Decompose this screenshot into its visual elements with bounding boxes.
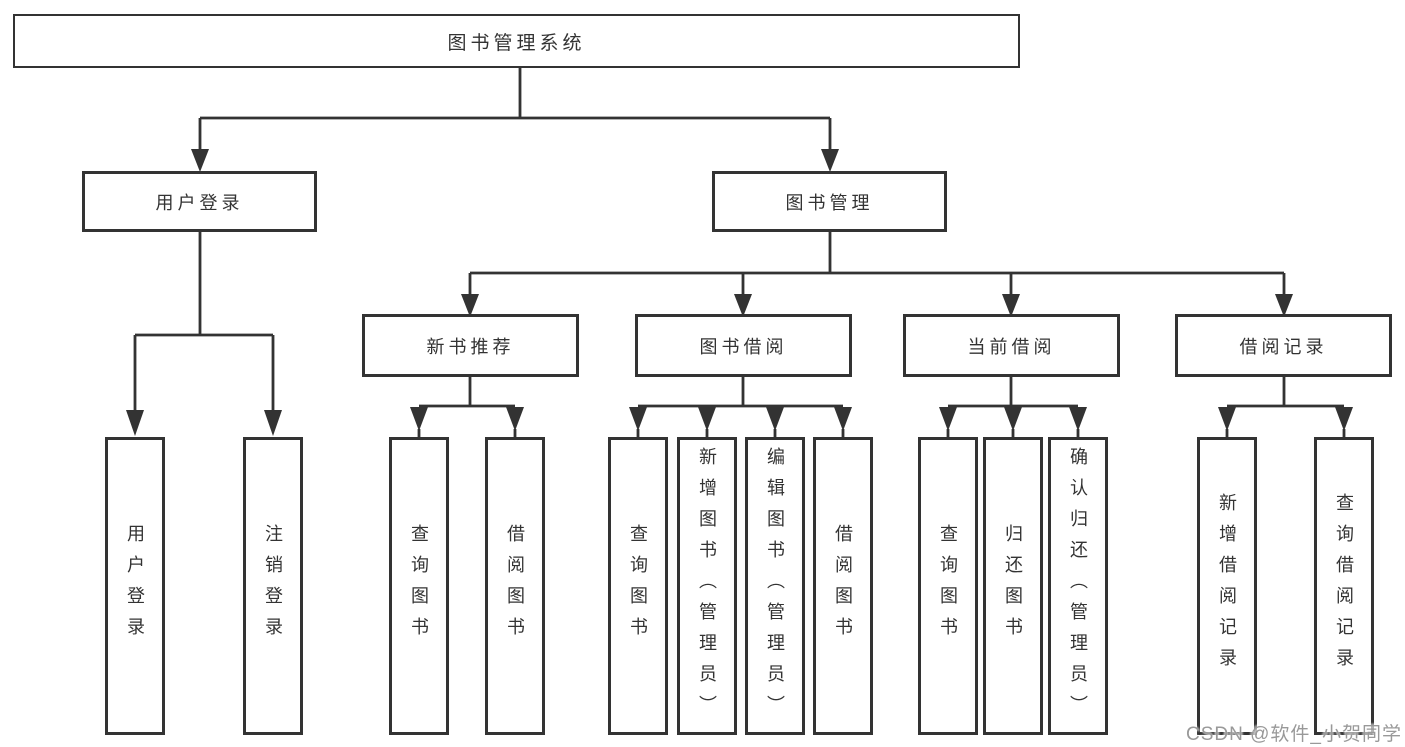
leaf-borrow-books-borrowing: 借阅图书 bbox=[813, 437, 873, 735]
node-borrowing-records: 借阅记录 bbox=[1175, 314, 1392, 377]
leaf-label: 新增图书（管理员） bbox=[697, 446, 717, 726]
leaf-query-books-current: 查询图书 bbox=[918, 437, 978, 735]
leaf-label: 归还图书 bbox=[1003, 524, 1023, 648]
leaf-label: 查询图书 bbox=[409, 524, 429, 648]
leaf-label: 借阅图书 bbox=[833, 524, 853, 648]
csdn-watermark: CSDN @软件_小贺同学 bbox=[1186, 724, 1402, 745]
node-library-management-system: 图书管理系统 bbox=[13, 14, 1020, 68]
leaf-label: 编辑图书（管理员） bbox=[765, 446, 785, 726]
leaf-label: 确认归还（管理员） bbox=[1068, 446, 1088, 726]
leaf-label: 注销登录 bbox=[263, 524, 283, 648]
leaf-user-login: 用户登录 bbox=[105, 437, 165, 735]
node-user-login: 用户登录 bbox=[82, 171, 317, 232]
leaf-return-books: 归还图书 bbox=[983, 437, 1043, 735]
node-book-management: 图书管理 bbox=[712, 171, 947, 232]
node-new-book-recommendation: 新书推荐 bbox=[362, 314, 579, 377]
leaf-add-books-admin: 新增图书（管理员） bbox=[677, 437, 737, 735]
leaf-label: 用户登录 bbox=[125, 524, 145, 648]
leaf-label: 查询图书 bbox=[628, 524, 648, 648]
leaf-label: 新增借阅记录 bbox=[1217, 493, 1237, 679]
tree-edges bbox=[133, 66, 1346, 437]
leaf-query-borrow-record: 查询借阅记录 bbox=[1314, 437, 1374, 735]
arrowheads bbox=[126, 149, 1353, 436]
leaf-label: 借阅图书 bbox=[505, 524, 525, 648]
leaf-edit-books-admin: 编辑图书（管理员） bbox=[745, 437, 805, 735]
leaf-logout: 注销登录 bbox=[243, 437, 303, 735]
leaf-borrow-books-recommend: 借阅图书 bbox=[485, 437, 545, 735]
leaf-label: 查询图书 bbox=[938, 524, 958, 648]
leaf-query-books-borrowing: 查询图书 bbox=[608, 437, 668, 735]
node-current-borrowing: 当前借阅 bbox=[903, 314, 1120, 377]
node-book-borrowing: 图书借阅 bbox=[635, 314, 852, 377]
leaf-label: 查询借阅记录 bbox=[1334, 493, 1354, 679]
leaf-add-borrow-record: 新增借阅记录 bbox=[1197, 437, 1257, 735]
leaf-query-books-recommend: 查询图书 bbox=[389, 437, 449, 735]
leaf-confirm-return-admin: 确认归还（管理员） bbox=[1048, 437, 1108, 735]
